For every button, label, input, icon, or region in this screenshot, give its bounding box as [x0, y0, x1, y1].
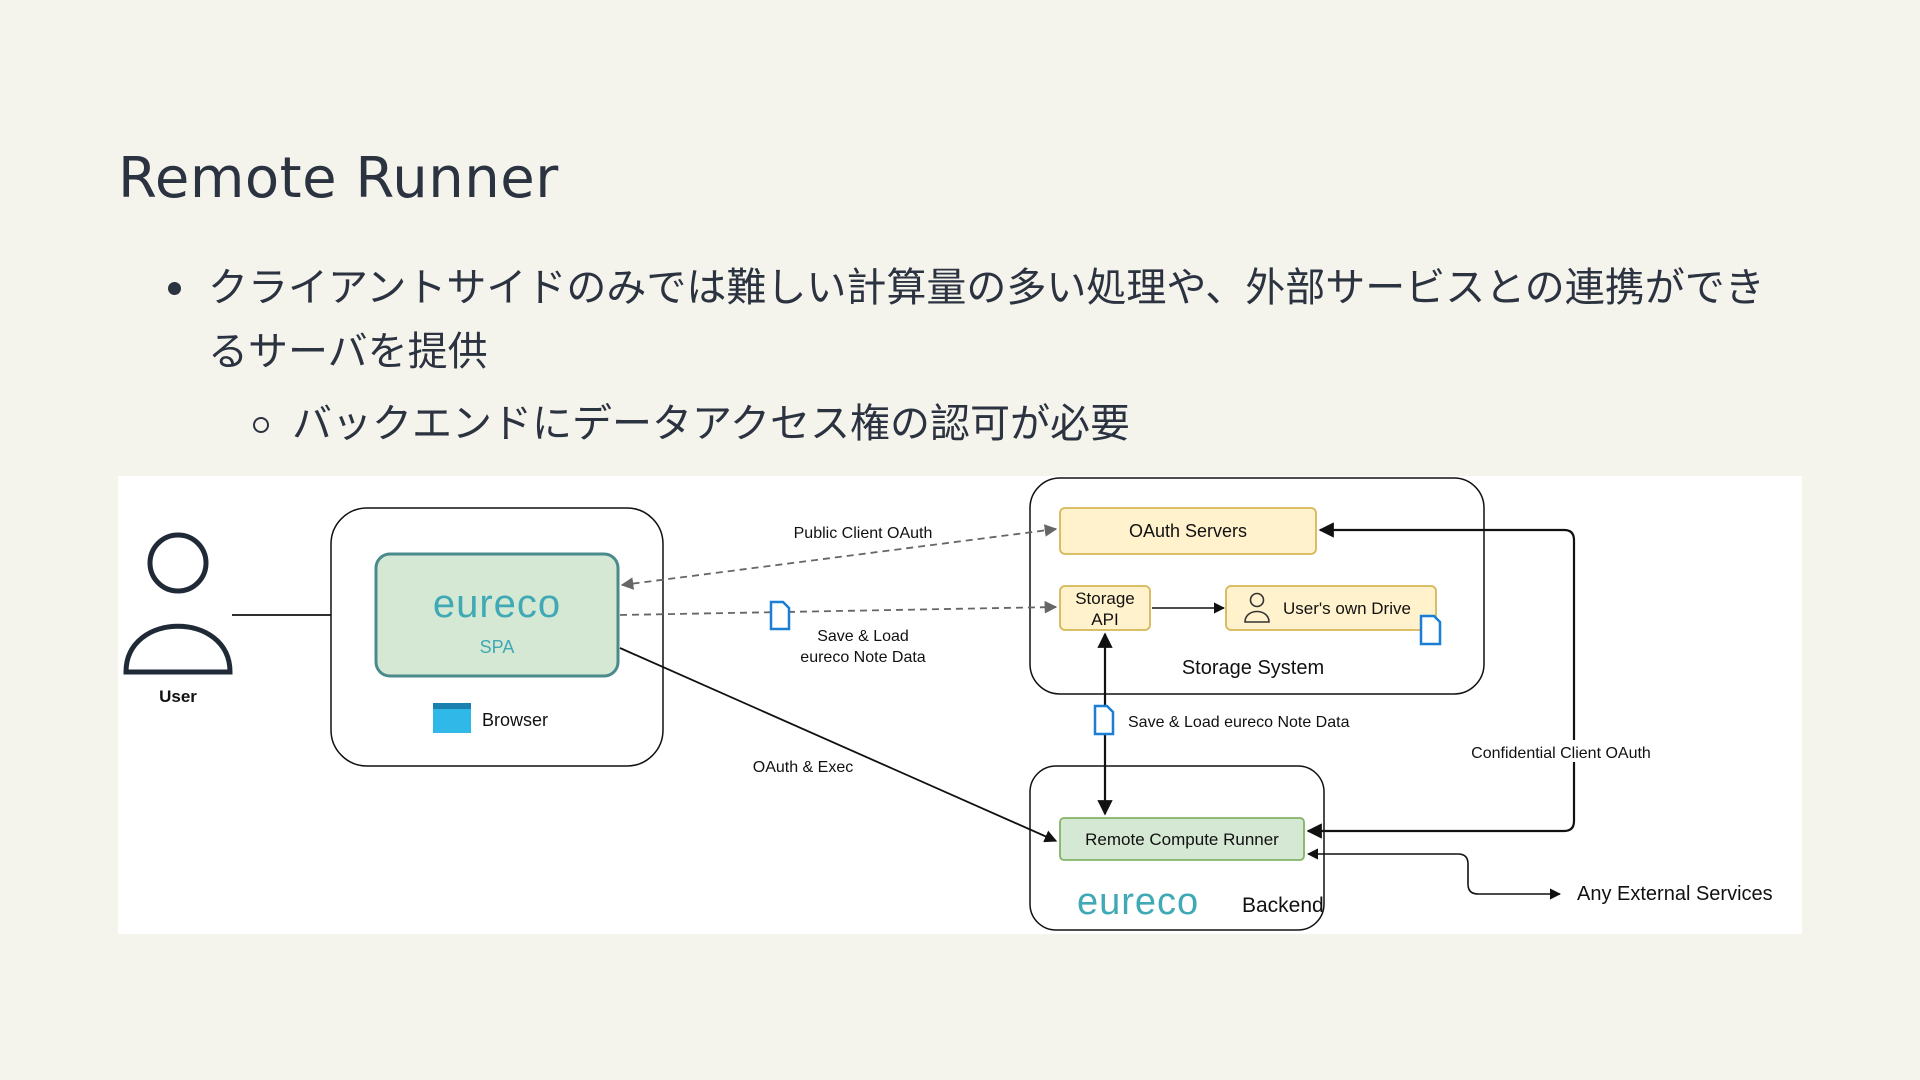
- diagram-svg: User eureco SPA Browser OAuth Servers St…: [123, 477, 1773, 931]
- users-drive-label: User's own Drive: [1283, 599, 1411, 618]
- storage-system-label: Storage System: [1182, 657, 1324, 679]
- person-icon: [1244, 592, 1270, 623]
- storage-api-label-line2: API: [1091, 610, 1118, 629]
- backend-document-icon: [1093, 704, 1115, 736]
- confidential-label-bg: [1458, 740, 1688, 762]
- spa-eureco-logo: eureco: [433, 582, 561, 626]
- user-label: User: [159, 687, 197, 706]
- architecture-diagram: User eureco SPA Browser OAuth Servers St…: [118, 476, 1802, 934]
- bullet-subtext-1: バックエンドにデータアクセス権の認可が必要: [292, 401, 1130, 447]
- save-load-label-line1: Save & Load: [817, 628, 909, 645]
- external-services-arrow: [1306, 848, 1562, 900]
- storage-api-label-line1: Storage: [1075, 589, 1135, 608]
- external-services-label: Any External Services: [1577, 883, 1773, 905]
- oauth-exec-arrow: [619, 647, 1058, 843]
- note-document-icon: [769, 600, 791, 631]
- confidential-oauth-arrow: [1306, 522, 1576, 839]
- page-title: Remote Runner: [118, 146, 559, 211]
- browser-label: Browser: [482, 710, 548, 730]
- confidential-oauth-label: Confidential Client OAuth: [1471, 745, 1651, 762]
- public-oauth-arrow: [620, 524, 1058, 590]
- storage-api-box: [1059, 585, 1151, 631]
- bullet-text-1: クライアントサイドのみでは難しい計算量の多い処理や、外部サービスとの連携ができる…: [208, 265, 1765, 375]
- oauth-exec-label: OAuth & Exec: [753, 759, 854, 776]
- oauth-servers-label: OAuth Servers: [1129, 521, 1247, 541]
- save-load-label-line2: eureco Note Data: [800, 649, 926, 666]
- user-icon: [123, 532, 233, 675]
- bullet-dot: [168, 282, 181, 295]
- browser-icon: [433, 703, 471, 733]
- save-load-dashed-arrow: [619, 600, 1058, 616]
- sub-bullet-circle: [253, 417, 269, 433]
- public-oauth-label: Public Client OAuth: [794, 525, 933, 542]
- backend-eureco-logo: eureco: [1077, 881, 1199, 923]
- backend-label: Backend: [1242, 894, 1324, 917]
- remote-runner-box: [1059, 817, 1305, 861]
- remote-runner-label: Remote Compute Runner: [1085, 830, 1279, 849]
- save-load-backend-label: Save & Load eureco Note Data: [1128, 714, 1350, 731]
- bullet-subitem-1: バックエンドにデータアクセス権の認可が必要: [253, 392, 1692, 456]
- drive-document-icon: [1419, 614, 1442, 646]
- spa-box: [374, 552, 620, 678]
- bullet-item-1: クライアントサイドのみでは難しい計算量の多い処理や、外部サービスとの連携ができる…: [168, 256, 1768, 384]
- spa-label: SPA: [480, 637, 515, 657]
